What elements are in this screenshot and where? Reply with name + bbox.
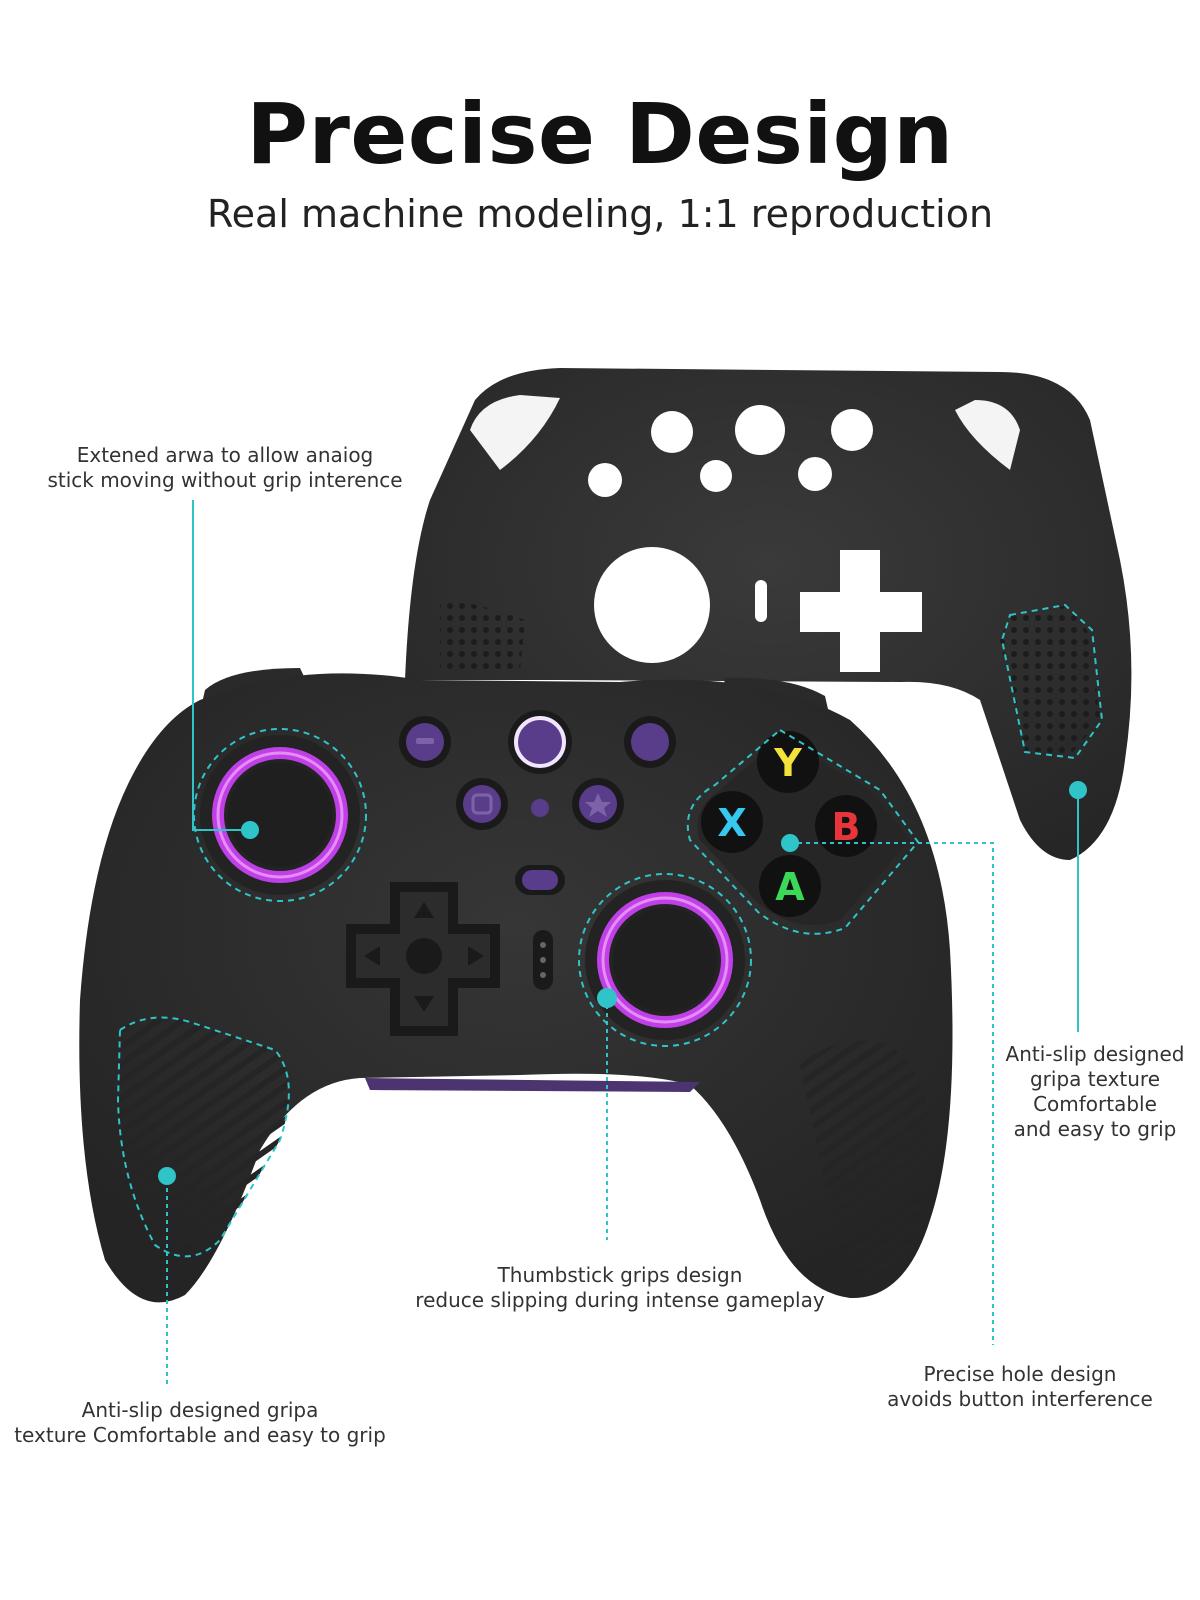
face-button-x: X (701, 791, 763, 853)
callout-thumbstick-line1: Thumbstick grips design (497, 1263, 743, 1287)
callout-thumbstick: Thumbstick grips design reduce slipping … (410, 1263, 830, 1313)
callout-analog-line1: Extened arwa to allow anaiog (76, 443, 374, 467)
face-button-b-label: B (832, 805, 861, 849)
callout-left-grip-line1: Anti-slip designed gripa (81, 1398, 319, 1422)
callout-right-grip-line3: Comfortable (1033, 1092, 1157, 1116)
face-button-x-label: X (717, 801, 746, 845)
face-button-a-label: A (775, 865, 805, 909)
callout-hole-line2: avoids button interference (887, 1387, 1153, 1411)
callout-right-grip-line2: gripa texture (1029, 1067, 1161, 1091)
callout-left-grip: Anti-slip designed gripa texture Comfort… (10, 1398, 390, 1448)
leader-lines (166, 500, 1079, 1385)
silicone-case (405, 368, 1132, 860)
face-button-y: Y (757, 731, 819, 793)
callout-hole-design: Precise hole design avoids button interf… (860, 1362, 1180, 1412)
callout-hole-line1: Precise hole design (923, 1362, 1117, 1386)
callout-analog-area: Extened arwa to allow anaiog stick movin… (30, 443, 420, 493)
callout-thumbstick-line2: reduce slipping during intense gameplay (415, 1288, 825, 1312)
callout-right-grip-line4: and easy to grip (1013, 1117, 1177, 1141)
callout-right-grip-line1: Anti-slip designed (1005, 1042, 1185, 1066)
face-button-b: B (815, 795, 877, 857)
callout-right-grip: Anti-slip designed gripa texture Comfort… (990, 1042, 1200, 1142)
face-button-y-label: Y (773, 741, 802, 785)
dashed-outlines (116, 603, 1104, 1258)
page-title: Precise Design (246, 85, 954, 183)
page-subtitle: Real machine modeling, 1:1 reproduction (206, 192, 994, 236)
callout-analog-line2: stick moving without grip interence (47, 468, 403, 492)
callout-dots (158, 781, 1087, 1185)
controller-front: Y X B A (79, 668, 953, 1303)
face-button-a: A (759, 855, 821, 917)
callout-left-grip-line2: texture Comfortable and easy to grip (14, 1423, 386, 1447)
